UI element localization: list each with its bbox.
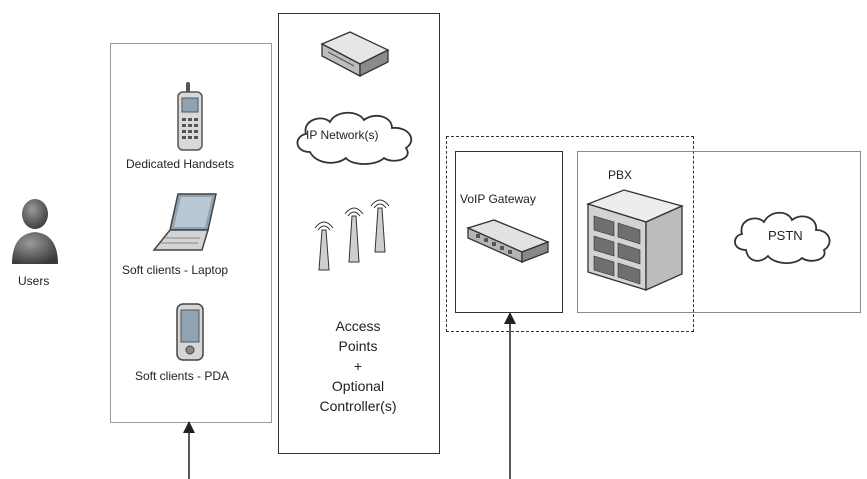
user-icon xyxy=(12,199,58,264)
access-points-text: Access Points + Optional Controller(s) xyxy=(298,316,418,416)
pbx-pstn-panel xyxy=(577,151,861,313)
access-point-icon xyxy=(314,221,334,271)
access-points-group xyxy=(312,196,396,276)
dashed-group-box xyxy=(446,136,694,332)
ap-line-5: Controller(s) xyxy=(319,398,397,414)
ip-network-label: IP Network(s) xyxy=(306,128,379,142)
network-switch-icon xyxy=(316,28,392,84)
pbx-server-icon xyxy=(584,186,688,296)
cloud-icon xyxy=(296,111,413,165)
ap-line-3: + xyxy=(353,358,363,374)
ap-line-1: Access xyxy=(335,318,381,334)
pstn-cloud: PSTN xyxy=(728,206,838,266)
client-label-handsets: Dedicated Handsets xyxy=(126,157,235,171)
users-label: Users xyxy=(18,274,50,288)
gateway-label: VoIP Gateway xyxy=(460,192,536,206)
cloud-icon xyxy=(734,211,831,264)
pda-icon xyxy=(174,302,206,362)
access-point-icon xyxy=(370,199,390,253)
mobile-phone-icon xyxy=(172,80,208,152)
pstn-label: PSTN xyxy=(768,228,803,243)
ip-network-cloud: IP Network(s) xyxy=(288,106,428,168)
ap-line-2: Points xyxy=(338,338,378,354)
client-label-pda: Soft clients - PDA xyxy=(135,369,230,383)
network-panel xyxy=(278,13,440,454)
ap-line-4: Optional xyxy=(331,378,385,394)
users-figure: Users xyxy=(8,196,64,296)
pbx-label: PBX xyxy=(608,168,633,182)
gateway-device-icon xyxy=(464,216,552,268)
client-label-laptop: Soft clients - Laptop xyxy=(122,263,229,277)
laptop-icon xyxy=(150,190,226,254)
access-point-icon xyxy=(344,207,364,263)
